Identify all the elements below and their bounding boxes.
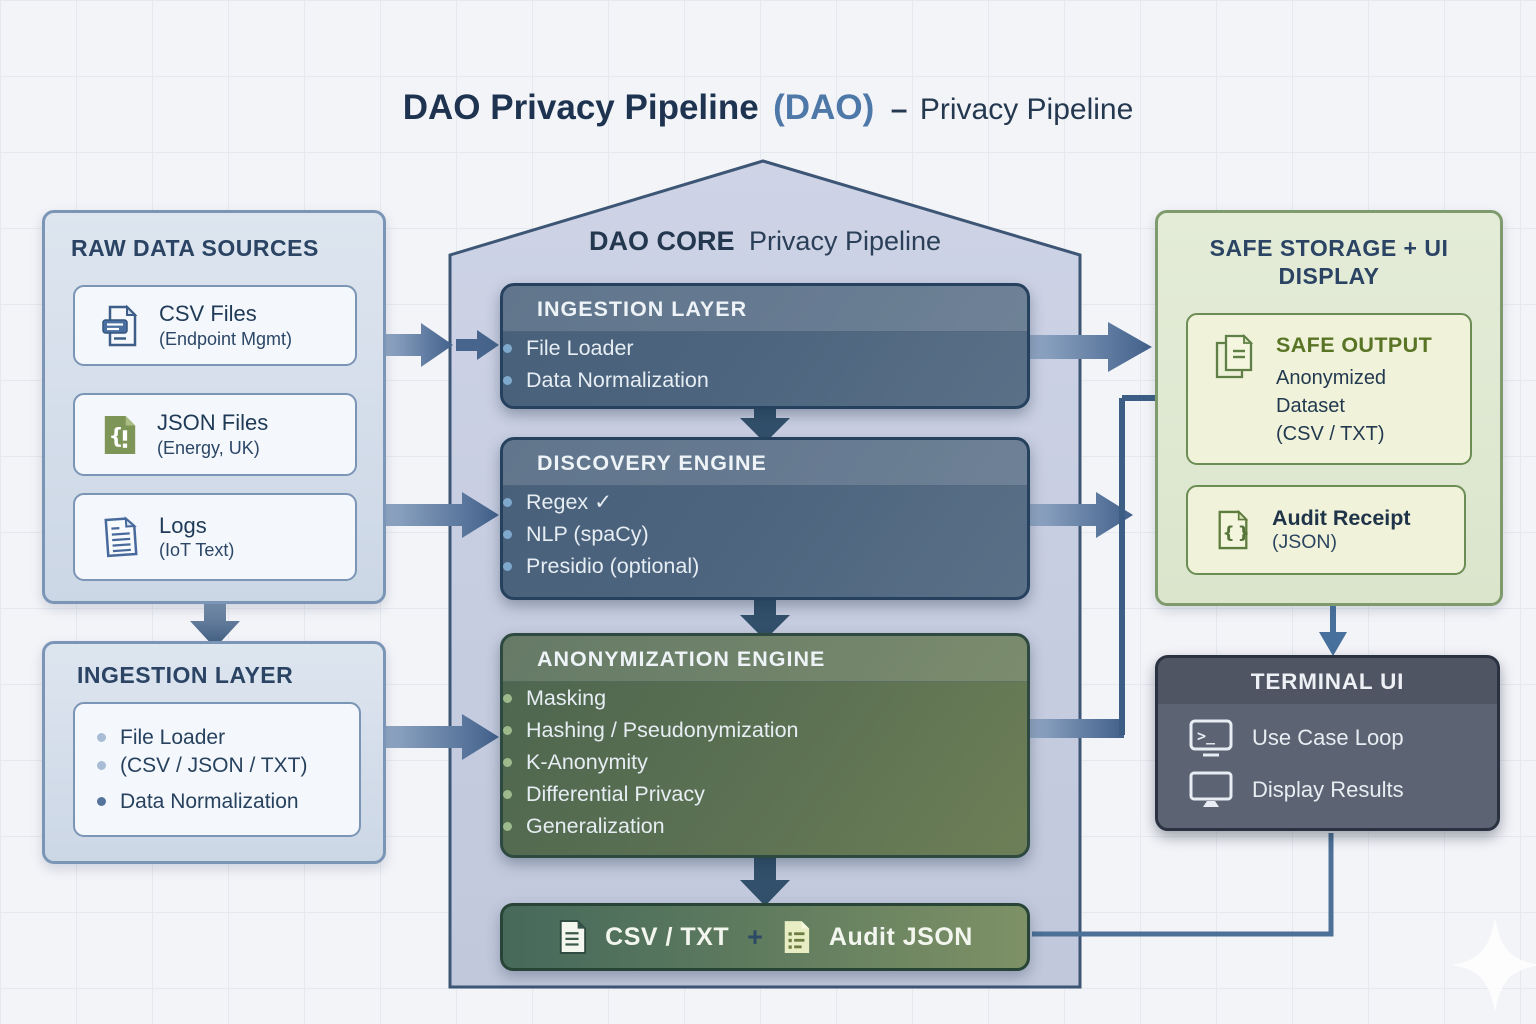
bullet-dot xyxy=(97,760,106,770)
ingestion-left-header: INGESTION LAYER xyxy=(77,662,294,688)
svg-text:{: { xyxy=(109,424,124,448)
terminal-item-label: Use Case Loop xyxy=(1252,725,1404,750)
bullet-dot xyxy=(503,694,512,703)
safe-output-doc-stack-icon xyxy=(1215,333,1254,379)
svg-text:{}: {} xyxy=(1223,524,1252,544)
core-discovery-stage: DISCOVERY ENGINE Regex ✓ NLP (spaCy) Pre… xyxy=(500,437,1030,600)
title-separator: – xyxy=(890,93,908,126)
bullet-dot xyxy=(503,530,512,539)
audit-receipt-json-icon: {} xyxy=(1218,509,1252,550)
arrow-into-ingestion xyxy=(456,330,499,360)
csv-txt-doc-icon xyxy=(559,920,587,954)
terminal-item-label: Display Results xyxy=(1252,777,1404,802)
core-anonymization-stage: ANONYMIZATION ENGINE Masking Hashing / P… xyxy=(500,633,1030,858)
bullet-dot xyxy=(503,822,512,831)
core-anonymization-bullet: Generalization xyxy=(526,814,665,838)
output-plus-sign: + xyxy=(747,921,763,952)
bullet-dot xyxy=(503,376,512,385)
core-ingestion-bullet: Data Normalization xyxy=(526,368,709,392)
core-discovery-bullet: Presidio (optional) xyxy=(526,554,700,578)
svg-text:>_: >_ xyxy=(1197,727,1216,745)
arrow-logs-to-discovery xyxy=(383,492,499,538)
logs-card: Logs (IoT Text) xyxy=(73,493,357,581)
safe-storage-header-line1: SAFE STORAGE + UI xyxy=(1209,235,1449,261)
arrow-core-to-storage xyxy=(1030,322,1152,372)
arrow-stage3-output xyxy=(740,858,790,906)
bullet-dot xyxy=(503,498,512,507)
arrow-discovery-to-bus xyxy=(1030,492,1133,538)
title-suffix: Privacy Pipeline xyxy=(919,93,1134,126)
logs-title: Logs xyxy=(159,512,207,538)
bullet-dot xyxy=(503,344,512,353)
json-files-title: JSON Files xyxy=(157,410,269,436)
csv-file-icon xyxy=(102,304,138,346)
raw-data-sources-panel: RAW DATA SOURCES CSV Files (Endpoint Mgm… xyxy=(42,210,386,604)
json-files-subtitle: (Energy, UK) xyxy=(157,437,260,458)
arrow-csv-to-core xyxy=(385,323,453,367)
json-file-icon: { xyxy=(104,415,136,454)
core-ingestion-bullet: File Loader xyxy=(526,336,634,360)
arrow-stage1-stage2 xyxy=(740,408,790,443)
arrow-ingestion-to-anonymization xyxy=(383,714,499,760)
safe-output-title: SAFE OUTPUT xyxy=(1276,333,1433,357)
terminal-ui-panel: TERMINAL UI >_ Use Case Loop Display Res… xyxy=(1155,655,1500,831)
core-anonymization-header: ANONYMIZATION ENGINE xyxy=(503,636,1027,682)
core-discovery-header: DISCOVERY ENGINE xyxy=(503,440,1027,486)
core-ingestion-stage: INGESTION LAYER File Loader Data Normali… xyxy=(500,283,1030,409)
bullet-dot xyxy=(97,732,106,742)
bullet-dot xyxy=(97,796,106,806)
raw-data-sources-header: RAW DATA SOURCES xyxy=(71,235,319,261)
safe-storage-panel: SAFE STORAGE + UI DISPLAY SAFE OUTPUT An… xyxy=(1155,210,1503,606)
csv-files-card: CSV Files (Endpoint Mgmt) xyxy=(73,285,357,366)
bullet-dot xyxy=(503,726,512,735)
safe-output-line1: Anonymized xyxy=(1276,367,1387,389)
output-audit-label: Audit JSON xyxy=(828,922,973,951)
terminal-ui-header: TERMINAL UI xyxy=(1158,658,1497,704)
csv-files-title: CSV Files xyxy=(159,301,257,327)
arrow-rawsources-down xyxy=(190,598,240,648)
output-csv-label: CSV / TXT xyxy=(605,922,730,951)
title-main: DAO Privacy Pipeline xyxy=(402,88,759,127)
monitor-icon xyxy=(1189,771,1233,807)
safe-output-card: SAFE OUTPUT Anonymized Dataset (CSV / TX… xyxy=(1186,313,1472,465)
core-output-bar: CSV / TXT + Audit JSON xyxy=(500,903,1030,971)
log-file-icon xyxy=(104,516,138,558)
page-title: DAO Privacy Pipeline (DAO) – Privacy Pip… xyxy=(0,88,1536,128)
bullet-dot xyxy=(503,758,512,767)
audit-receipt-card: {} Audit Receipt (JSON) xyxy=(1186,485,1466,575)
bullet-dot xyxy=(503,562,512,571)
ingestion-left-bullet: Data Normalization xyxy=(120,789,299,813)
arrow-anonymization-to-bus xyxy=(1030,719,1124,738)
ingestion-layer-left-panel: INGESTION LAYER File Loader (CSV / JSON … xyxy=(42,641,386,864)
core-ingestion-header: INGESTION LAYER xyxy=(503,286,1027,332)
line-output-to-terminal xyxy=(1032,833,1334,937)
safe-storage-header-line2: DISPLAY xyxy=(1278,263,1380,289)
dao-core-title-rest: Privacy Pipeline xyxy=(748,226,942,256)
ingestion-left-bullet: File Loader xyxy=(120,725,226,749)
safe-output-line3: (CSV / TXT) xyxy=(1276,423,1385,445)
safe-output-line2: Dataset xyxy=(1276,395,1345,417)
arrow-stage2-stage3 xyxy=(740,600,790,640)
arrow-audit-to-terminal xyxy=(1319,632,1347,656)
core-anonymization-bullet: Masking xyxy=(526,686,607,710)
bullet-dot xyxy=(503,790,512,799)
core-discovery-bullet: NLP (spaCy) xyxy=(526,522,649,546)
title-paren: (DAO) xyxy=(773,88,875,127)
audit-receipt-title: Audit Receipt xyxy=(1272,506,1411,530)
ingestion-left-bullet: (CSV / JSON / TXT) xyxy=(120,753,308,777)
dao-core-heading: DAO CORE Privacy Pipeline xyxy=(450,226,1080,257)
audit-receipt-subtitle: (JSON) xyxy=(1272,531,1337,553)
core-anonymization-bullet: K-Anonymity xyxy=(526,750,648,774)
core-discovery-bullet: Regex ✓ xyxy=(526,490,613,514)
json-files-card: { JSON Files (Energy, UK) xyxy=(73,393,357,476)
audit-json-doc-icon xyxy=(784,921,810,953)
core-anonymization-bullet: Hashing / Pseudonymization xyxy=(526,718,799,742)
ingestion-left-card: File Loader (CSV / JSON / TXT) Data Norm… xyxy=(73,702,361,837)
dao-core-title-bold: DAO CORE xyxy=(588,226,735,256)
sparkle-watermark xyxy=(1452,918,1536,1012)
terminal-prompt-icon: >_ xyxy=(1189,719,1233,757)
logs-subtitle: (IoT Text) xyxy=(159,540,235,561)
csv-files-subtitle: (Endpoint Mgmt) xyxy=(159,328,293,349)
core-anonymization-bullet: Differential Privacy xyxy=(526,782,705,806)
